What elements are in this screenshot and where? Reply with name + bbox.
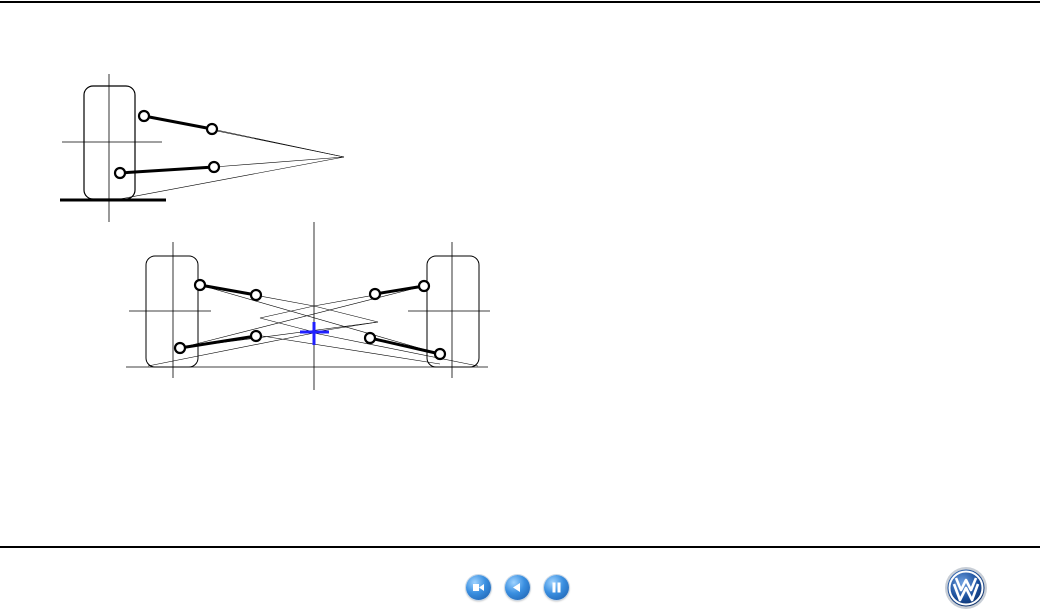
lower-projection-line-2 (119, 156, 345, 200)
upper-link (143, 114, 213, 131)
roll-center-diamond (259, 305, 379, 333)
right-wheel (426, 255, 480, 368)
joint (193, 278, 207, 292)
left-upper-link (199, 283, 257, 297)
playback-controls (466, 575, 569, 601)
pause-icon (552, 582, 561, 593)
joint (207, 160, 221, 174)
suspension-diagram (60, 74, 490, 390)
top-rule (0, 1, 1040, 3)
roll-center-marker (300, 322, 329, 345)
back-button[interactable] (505, 575, 530, 600)
pause-button[interactable] (544, 575, 569, 600)
joint (433, 347, 447, 361)
restart-icon (473, 584, 484, 591)
right-lower-link (369, 336, 441, 356)
joint (173, 341, 187, 355)
joint (137, 109, 151, 123)
restart-button[interactable] (466, 575, 491, 600)
lower-projection-line (213, 156, 345, 168)
joint (249, 288, 263, 302)
joint (113, 166, 127, 180)
joint (249, 329, 263, 343)
joint (368, 287, 382, 301)
vw-logo-icon (945, 567, 987, 609)
left-lower-link (179, 334, 257, 350)
right-upper-link (374, 284, 425, 296)
joint (363, 331, 377, 345)
back-icon (513, 583, 520, 592)
side-view (60, 74, 345, 222)
left-wheel (145, 255, 199, 368)
front-view (126, 222, 490, 390)
joint (205, 122, 219, 136)
bottom-rule (0, 546, 1040, 548)
joint (417, 279, 431, 293)
lower-link (119, 165, 215, 175)
side-wheel (83, 85, 136, 200)
